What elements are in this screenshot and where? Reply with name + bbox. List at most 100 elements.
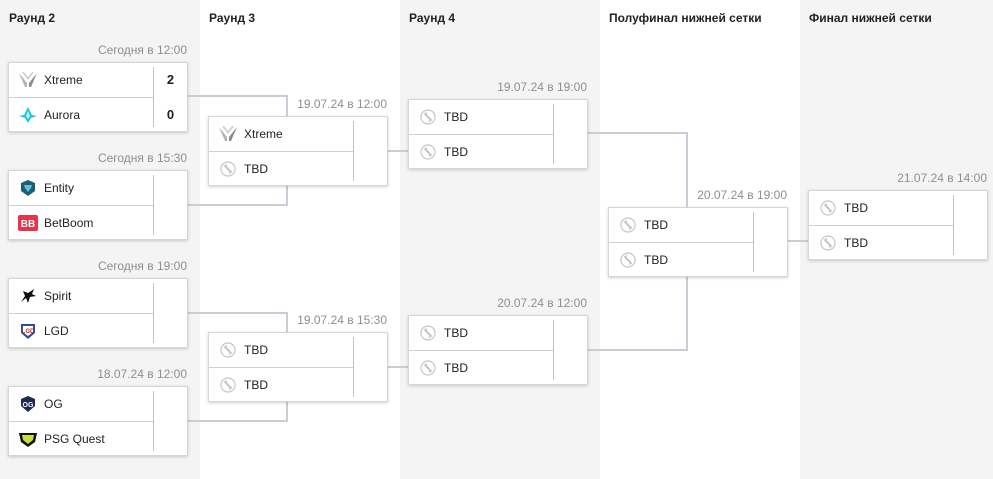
dota-placeholder-icon (418, 107, 438, 127)
connector-line (587, 132, 688, 208)
dota-placeholder-icon (218, 375, 238, 395)
score-divider (353, 337, 354, 397)
team-row[interactable]: Aurora (9, 98, 153, 132)
match-date: 18.07.24 в 12:00 (97, 367, 187, 381)
team-row[interactable]: TBD (609, 208, 753, 243)
connector-line (187, 185, 288, 206)
team-score (354, 333, 387, 367)
team-score (954, 226, 987, 260)
team-row[interactable]: TBD (809, 226, 953, 260)
score-divider (153, 391, 154, 451)
dota-placeholder-icon (818, 198, 838, 218)
team-row[interactable]: TBD (409, 135, 553, 169)
match-date: 19.07.24 в 15:30 (297, 313, 387, 327)
team-name: TBD (444, 145, 468, 159)
lgd-logo-icon: LGD (18, 321, 38, 341)
svg-text:OG: OG (23, 402, 34, 409)
dota-placeholder-icon (618, 250, 638, 270)
team-score (954, 191, 987, 225)
team-row[interactable]: TBD (409, 316, 553, 351)
round-title: Раунд 4 (409, 11, 456, 25)
team-row[interactable]: TBD (609, 243, 753, 277)
xtreme-logo-icon (218, 124, 238, 144)
match-date: Сегодня в 15:30 (97, 151, 187, 165)
team-name: TBD (444, 326, 468, 340)
team-row[interactable]: TBD (809, 191, 953, 226)
match-date: Сегодня в 19:00 (97, 259, 187, 273)
team-row[interactable]: BB BetBoom (9, 206, 153, 240)
team-score (354, 368, 387, 402)
match-date: 20.07.24 в 19:00 (697, 188, 787, 202)
round-title: Финал нижней сетки (809, 11, 932, 25)
team-row[interactable]: Entity (9, 171, 153, 206)
team-name: TBD (844, 236, 868, 250)
round-title: Раунд 2 (9, 11, 56, 25)
team-score (154, 422, 187, 456)
team-name: Xtreme (44, 73, 83, 87)
team-name: LGD (44, 324, 69, 338)
dota-placeholder-icon (218, 340, 238, 360)
xtreme-logo-icon (18, 70, 38, 90)
team-name: TBD (444, 110, 468, 124)
dota-placeholder-icon (418, 142, 438, 162)
dota-placeholder-icon (418, 323, 438, 343)
svg-text:BB: BB (21, 219, 35, 230)
team-row[interactable]: Xtreme (209, 117, 353, 152)
team-row[interactable]: TBD (409, 351, 553, 385)
team-row[interactable]: Spirit (9, 279, 153, 314)
team-name: PSG Quest (44, 432, 105, 446)
team-name: TBD (644, 218, 668, 232)
score-divider (153, 283, 154, 343)
team-name: TBD (244, 378, 268, 392)
score-divider (353, 121, 354, 181)
team-row[interactable]: LGD LGD (9, 314, 153, 348)
team-score (154, 206, 187, 240)
spirit-logo-icon (18, 286, 38, 306)
match-date: Сегодня в 12:00 (97, 43, 187, 57)
score-divider (553, 104, 554, 164)
score-divider (153, 175, 154, 235)
match-date: 21.07.24 в 14:00 (897, 171, 987, 185)
team-row[interactable]: PSG Quest (9, 422, 153, 456)
score-divider (753, 212, 754, 272)
team-row[interactable]: Xtreme (9, 63, 153, 98)
team-name: TBD (644, 253, 668, 267)
team-score (154, 314, 187, 348)
team-score (554, 351, 587, 385)
team-score (754, 208, 787, 242)
match-date: 19.07.24 в 19:00 (497, 80, 587, 94)
round-column-4: Раунд 4 (400, 0, 600, 479)
match-date: 20.07.24 в 12:00 (497, 296, 587, 310)
team-row[interactable]: TBD (209, 333, 353, 368)
connector-line (187, 312, 288, 333)
team-row[interactable]: TBD (209, 368, 353, 402)
team-row[interactable]: TBD (209, 152, 353, 186)
team-name: TBD (844, 201, 868, 215)
team-score (154, 171, 187, 205)
connector-line (187, 401, 288, 422)
svg-text:LGD: LGD (22, 329, 35, 335)
dota-placeholder-icon (618, 215, 638, 235)
entity-logo-icon (18, 178, 38, 198)
score-divider (953, 195, 954, 255)
team-name: TBD (244, 343, 268, 357)
dota-placeholder-icon (218, 159, 238, 179)
dota-placeholder-icon (818, 233, 838, 253)
team-score (554, 135, 587, 169)
team-row[interactable]: TBD (409, 100, 553, 135)
team-name: Xtreme (244, 127, 283, 141)
team-name: Entity (44, 181, 75, 195)
team-name: BetBoom (44, 216, 94, 230)
